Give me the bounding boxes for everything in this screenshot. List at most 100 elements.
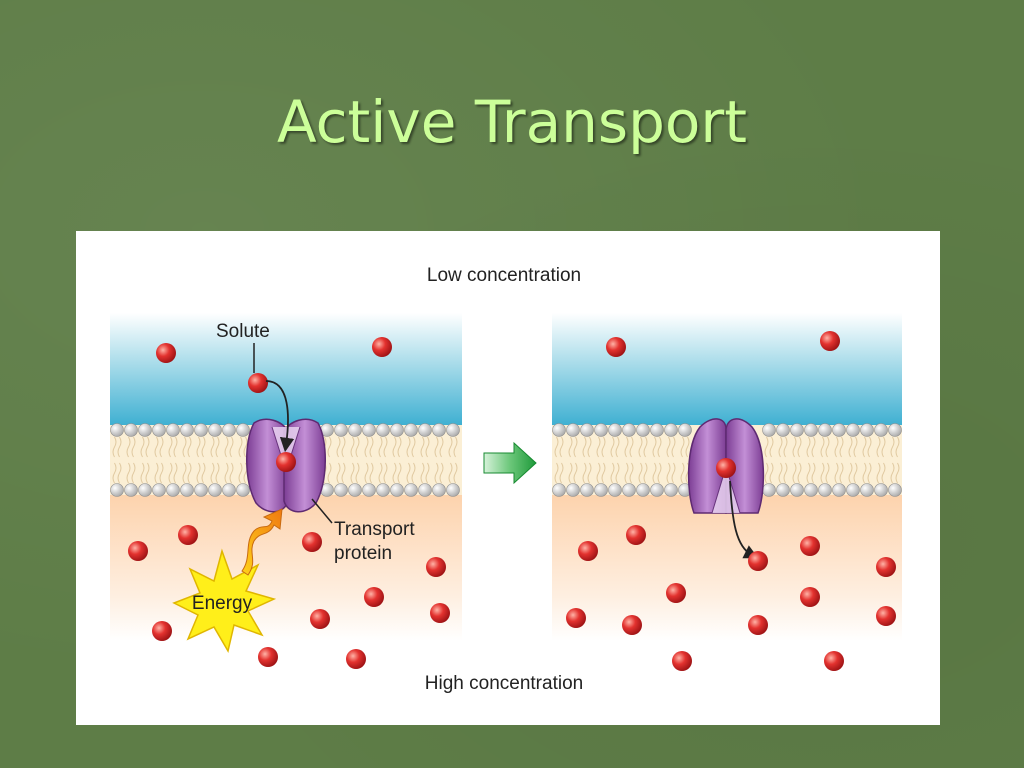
phospholipid-tail xyxy=(112,462,117,484)
phospholipid-tail xyxy=(638,436,643,458)
protein-leader-line xyxy=(311,498,333,524)
phospholipid-head xyxy=(804,423,818,437)
right-membrane-panel xyxy=(552,313,902,671)
phospholipid-tail xyxy=(210,462,215,484)
phospholipid-tail xyxy=(145,462,150,484)
phospholipid-head xyxy=(860,423,874,437)
phospholipid-tail xyxy=(425,462,430,484)
phospholipid-tail xyxy=(881,462,886,484)
phospholipid-head xyxy=(664,423,678,437)
phospholipid-tail xyxy=(336,436,341,458)
phospholipid-tail xyxy=(383,436,388,458)
phospholipid-tail xyxy=(453,436,458,458)
phospholipid-tail xyxy=(145,436,150,458)
phospholipid-head xyxy=(166,483,180,497)
slide-title: Active Transport xyxy=(276,88,747,156)
phospholipid-tail xyxy=(215,462,220,484)
phospholipid-head xyxy=(432,423,446,437)
phospholipid-tail xyxy=(806,436,811,458)
phospholipid-tail xyxy=(657,436,662,458)
phospholipid-head xyxy=(580,423,594,437)
phospholipid-tail xyxy=(890,462,895,484)
phospholipid-tail xyxy=(112,436,117,458)
phospholipid-head xyxy=(888,423,902,437)
phospholipid-tail xyxy=(341,462,346,484)
phospholipid-heads-bottom xyxy=(552,483,902,497)
phospholipid-tail xyxy=(769,462,774,484)
phospholipid-head xyxy=(124,483,138,497)
energy-label: Energy xyxy=(192,593,253,614)
phospholipid-tail xyxy=(397,436,402,458)
phospholipid-head xyxy=(418,423,432,437)
phospholipid-tail xyxy=(168,436,173,458)
solutes-top-right xyxy=(606,331,840,357)
phospholipid-head xyxy=(860,483,874,497)
phospholipid-head xyxy=(236,483,250,497)
phospholipid-tail xyxy=(336,462,341,484)
phospholipid-tail xyxy=(862,462,867,484)
transport-protein-label-line1: Transport xyxy=(334,519,415,540)
phospholipid-head xyxy=(846,423,860,437)
phospholipid-tail xyxy=(224,462,229,484)
phospholipid-tail xyxy=(559,436,564,458)
phospholipid-tail xyxy=(615,462,620,484)
phospholipid-tail xyxy=(420,462,425,484)
phospholipid-tail xyxy=(769,436,774,458)
active-transport-diagram: Low concentration High concentration xyxy=(110,265,902,694)
phospholipid-tail xyxy=(350,462,355,484)
phospholipid-tail xyxy=(554,462,559,484)
phospholipid-head xyxy=(446,483,460,497)
energy-burst: Energy xyxy=(172,548,277,654)
phospholipid-tail xyxy=(350,436,355,458)
phospholipid-tail xyxy=(839,436,844,458)
phospholipid-head xyxy=(110,483,124,497)
phospholipid-tail xyxy=(439,436,444,458)
phospholipid-tail xyxy=(425,436,430,458)
phospholipid-tail xyxy=(587,436,592,458)
phospholipid-tail xyxy=(820,436,825,458)
phospholipid-tail xyxy=(862,436,867,458)
phospholipid-head xyxy=(180,483,194,497)
phospholipid-head xyxy=(762,423,776,437)
phospholipid-tail xyxy=(853,436,858,458)
phospholipid-tail xyxy=(224,436,229,458)
phospholipid-tail xyxy=(764,462,769,484)
extracellular-region xyxy=(552,313,902,425)
solute-path-arrow xyxy=(265,380,295,453)
phospholipid-tail xyxy=(243,436,248,458)
solute-molecule xyxy=(248,373,268,393)
phospholipid-head xyxy=(580,483,594,497)
phospholipid-tail xyxy=(154,462,159,484)
phospholipid-tail xyxy=(797,436,802,458)
phospholipid-head xyxy=(594,423,608,437)
phospholipid-tail xyxy=(778,462,783,484)
phospholipid-head xyxy=(552,423,566,437)
phospholipid-tail xyxy=(364,436,369,458)
phospholipid-tail xyxy=(848,436,853,458)
phospholipid-tail xyxy=(131,462,136,484)
phospholipid-tails xyxy=(554,436,900,484)
phospholipid-head xyxy=(222,423,236,437)
phospholipid-tail xyxy=(406,462,411,484)
phospholipid-head xyxy=(664,483,678,497)
phospholipid-head xyxy=(678,423,692,437)
phospholipid-head xyxy=(818,483,832,497)
phospholipid-tail xyxy=(834,462,839,484)
phospholipid-tail xyxy=(867,462,872,484)
phospholipid-tail xyxy=(610,436,615,458)
solutes-bottom-left xyxy=(128,525,450,669)
phospholipid-head xyxy=(110,423,124,437)
phospholipid-tail xyxy=(881,436,886,458)
phospholipid-head xyxy=(348,483,362,497)
phospholipid-tail xyxy=(453,462,458,484)
phospholipid-tail xyxy=(825,462,830,484)
phospholipid-head xyxy=(552,483,566,497)
phospholipid-tail xyxy=(159,436,164,458)
phospholipid-head xyxy=(208,483,222,497)
phospholipid-head xyxy=(888,483,902,497)
phospholipid-head xyxy=(180,423,194,437)
phospholipid-tail xyxy=(680,436,685,458)
phospholipid-tail xyxy=(411,436,416,458)
phospholipid-head xyxy=(636,483,650,497)
